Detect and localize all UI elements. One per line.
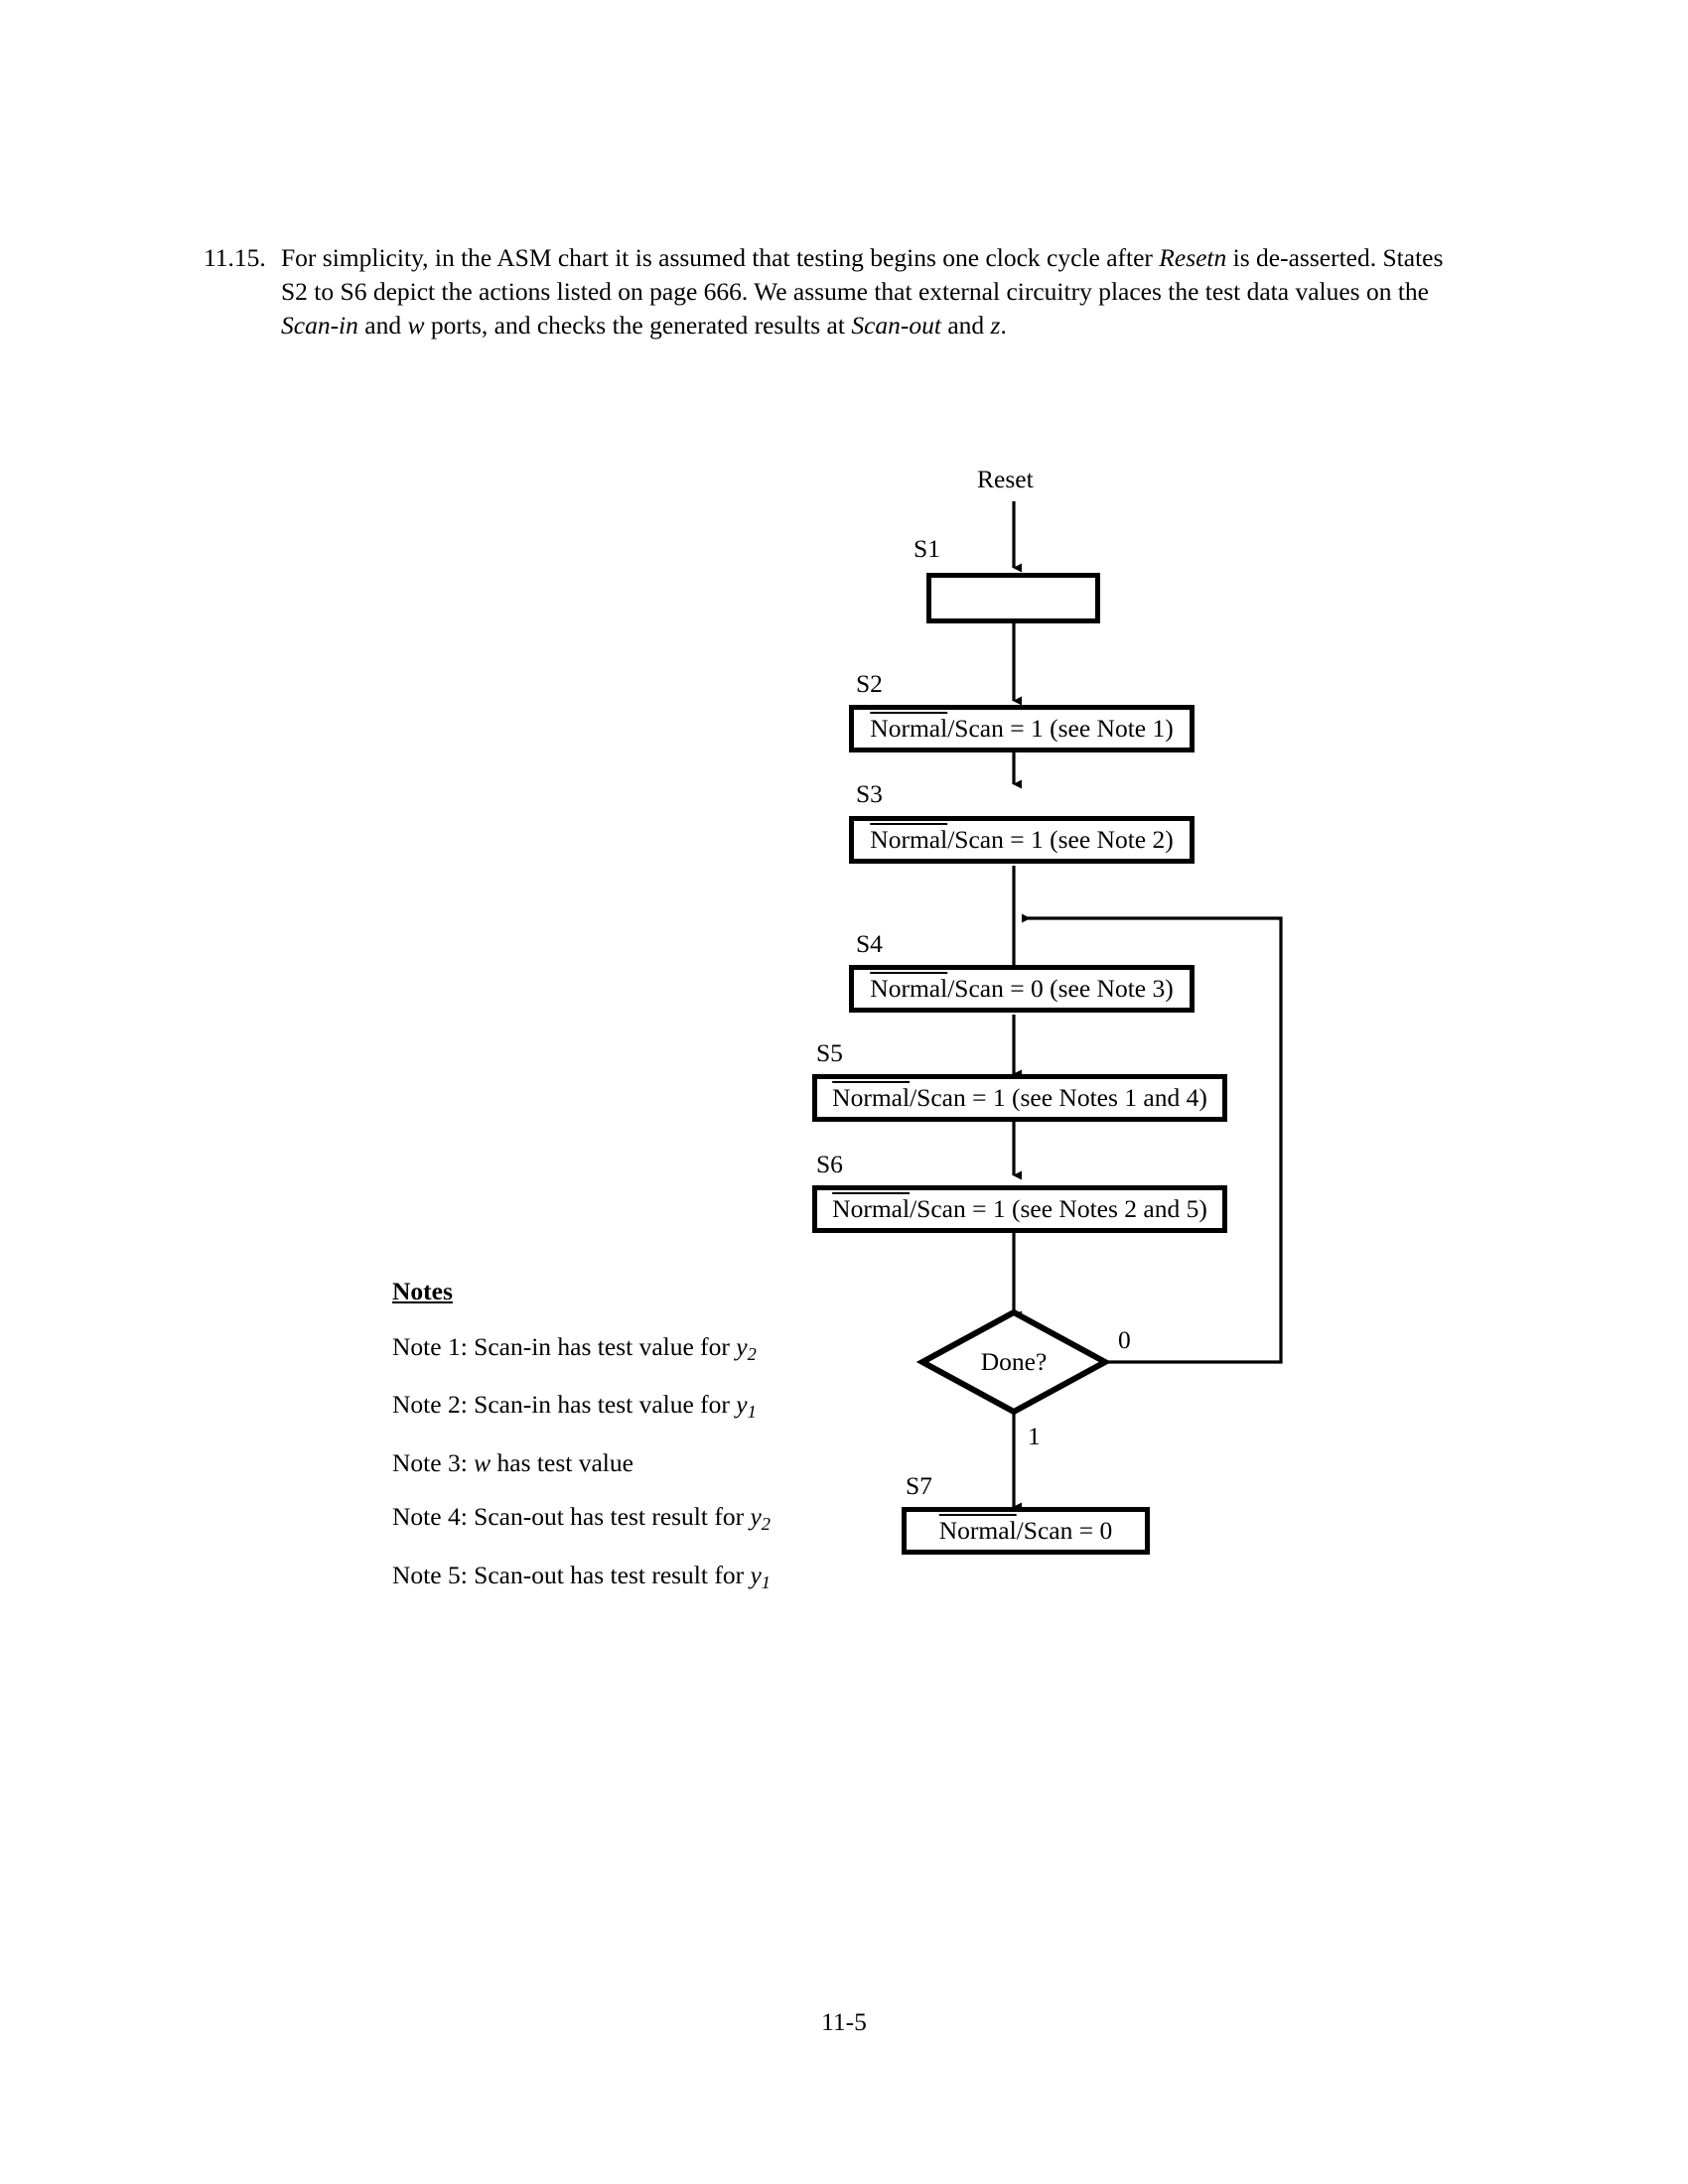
note-item-3-text: Note 3: <box>392 1447 475 1477</box>
state-label-s6: S6 <box>816 1150 843 1178</box>
note-item-4-text: Note 4: Scan-out has test result for <box>392 1502 751 1531</box>
notes-heading: Notes <box>392 1277 453 1305</box>
state-box-s6[interactable]: Normal/Scan = 1 (see Notes 2 and 5) <box>812 1185 1227 1233</box>
note-item-3: Note 3: w has test value <box>392 1447 849 1477</box>
state-label-s2: S2 <box>856 669 883 698</box>
state-box-s2-text: /Scan = 1 (see Note 1) <box>947 714 1174 744</box>
edge-decision-false-loop-to-s4 <box>1022 913 1283 1364</box>
state-box-s1[interactable] <box>926 573 1100 623</box>
entry-label-reset: Reset <box>977 465 1034 493</box>
problem-line3-part-d: and <box>940 310 991 340</box>
note-item-2-text: Note 2: Scan-in has test value for <box>392 1390 737 1419</box>
problem-line2: States S2 to S6 depict the actions liste… <box>281 243 1444 306</box>
state-box-s4-overline: Normal <box>870 974 948 1004</box>
problem-statement: 11.15. For simplicity, in the ASM chart … <box>204 241 1445 342</box>
note-item-2-var: y <box>736 1390 748 1419</box>
note-item-5-sub: 1 <box>761 1571 771 1592</box>
state-box-s7-overline: Normal <box>938 1516 1017 1546</box>
decision-true-branch-label: 1 <box>1028 1422 1041 1450</box>
problem-line3-part-c: ports, and checks the generated results … <box>424 310 852 340</box>
state-box-s2[interactable]: Normal/Scan = 1 (see Note 1) <box>849 705 1195 752</box>
problem-line1-italic-resetn: Resetn <box>1159 243 1227 272</box>
note-item-1-var: y <box>736 1331 748 1361</box>
problem-line1-part-b: is de-asserted. <box>1226 243 1377 272</box>
problem-line1-part-a: For simplicity, in the ASM chart it is a… <box>281 243 1160 272</box>
page-footer: 11-5 <box>0 2007 1688 2037</box>
note-item-1: Note 1: Scan-in has test value for y2 <box>392 1331 849 1364</box>
page-number: 11-5 <box>821 2007 867 2036</box>
note-item-1-sub: 2 <box>747 1343 757 1364</box>
decision-diamond-done <box>915 1308 1112 1416</box>
problem-line3-italic-scan-out: Scan-out <box>851 310 941 340</box>
problem-line3-part-e: . <box>1000 310 1007 340</box>
state-box-s3[interactable]: Normal/Scan = 1 (see Note 2) <box>849 816 1195 864</box>
problem-line3-italic-z: z <box>990 310 1001 340</box>
problem-line3-italic-w: w <box>407 310 425 340</box>
decision-node-done[interactable]: Done? <box>922 1312 1105 1412</box>
problem-number: 11.15. <box>204 243 266 272</box>
state-box-s5[interactable]: Normal/Scan = 1 (see Notes 1 and 4) <box>812 1074 1227 1122</box>
problem-line3-italic-scan-in: Scan-in <box>281 310 358 340</box>
state-box-s6-overline: Normal <box>832 1194 911 1224</box>
decision-node-done-label: Done? <box>980 1347 1048 1376</box>
state-box-s3-overline: Normal <box>870 825 948 855</box>
state-label-s7: S7 <box>906 1471 932 1500</box>
state-box-s3-text: /Scan = 1 (see Note 2) <box>947 825 1174 855</box>
problem-body: For simplicity, in the ASM chart it is a… <box>281 241 1445 342</box>
state-box-s5-overline: Normal <box>832 1083 911 1113</box>
note-item-5-var: y <box>750 1560 762 1589</box>
problem-line3-part-a: values on the <box>1295 276 1430 306</box>
note-item-2-sub: 1 <box>747 1402 757 1423</box>
state-label-s3: S3 <box>856 779 883 808</box>
note-item-3-var: w <box>474 1447 492 1477</box>
state-label-s5: S5 <box>816 1038 843 1067</box>
note-item-1-text: Note 1: Scan-in has test value for <box>392 1331 737 1361</box>
note-item-5-text: Note 5: Scan-out has test result for <box>392 1560 751 1589</box>
notes-block: Notes Note 1: Scan-in has test value for… <box>392 1279 849 1620</box>
note-item-5: Note 5: Scan-out has test result for y1 <box>392 1560 849 1592</box>
note-item-4: Note 4: Scan-out has test result for y2 <box>392 1504 849 1534</box>
state-box-s7[interactable]: Normal/Scan = 0 <box>902 1507 1150 1555</box>
state-box-s2-overline: Normal <box>870 714 948 744</box>
state-box-s4[interactable]: Normal/Scan = 0 (see Note 3) <box>849 965 1195 1013</box>
problem-line3-part-b: and <box>357 310 408 340</box>
state-label-s1: S1 <box>914 534 940 563</box>
state-box-s4-text: /Scan = 0 (see Note 3) <box>947 974 1174 1004</box>
state-label-s4: S4 <box>856 929 883 958</box>
decision-false-branch-label: 0 <box>1118 1325 1131 1354</box>
note-item-4-sub: 2 <box>761 1514 771 1535</box>
note-item-4-var: y <box>750 1502 762 1531</box>
state-box-s7-text: /Scan = 0 <box>1016 1516 1113 1546</box>
note-item-3-suffix: has test value <box>491 1447 633 1477</box>
state-box-s6-text: /Scan = 1 (see Notes 2 and 5) <box>910 1194 1207 1224</box>
note-item-2: Note 2: Scan-in has test value for y1 <box>392 1392 849 1422</box>
state-box-s5-text: /Scan = 1 (see Notes 1 and 4) <box>910 1083 1207 1113</box>
